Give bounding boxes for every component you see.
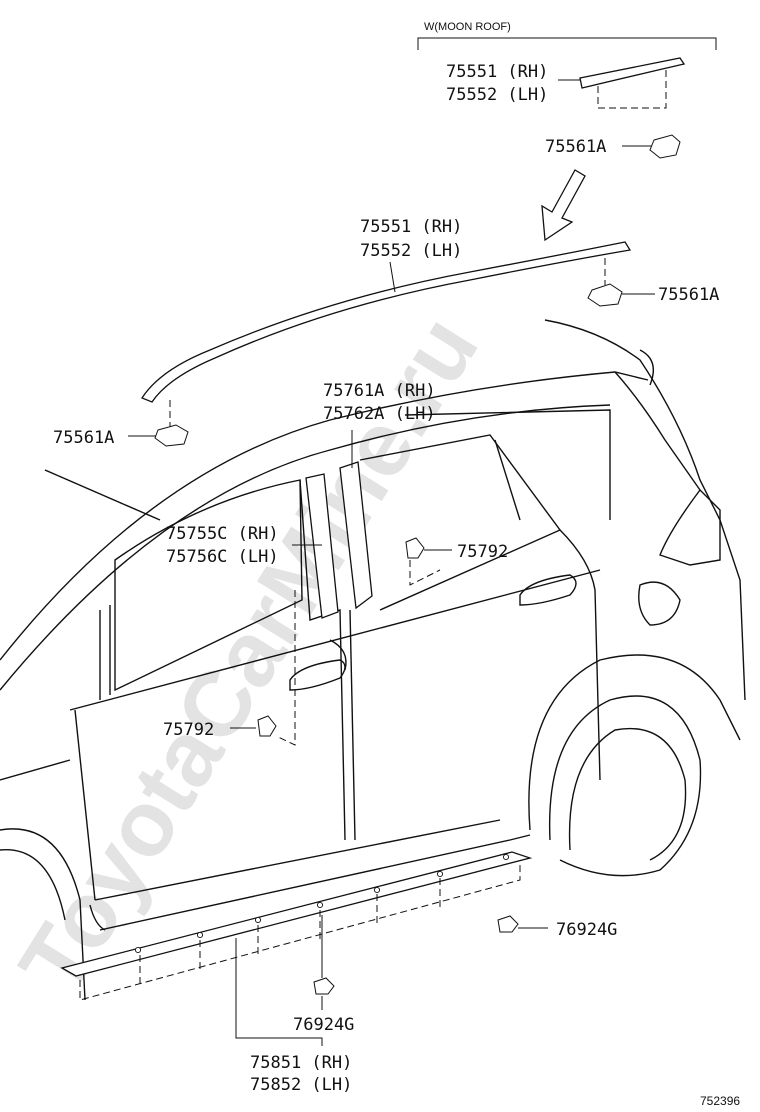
roof-moulding-rh-label: 75551 (RH) [360, 217, 462, 237]
moon-roof-clip-label: 75561A [545, 137, 606, 157]
rocker-clip-bottom-label: 76924G [293, 1015, 354, 1035]
rocker-moulding-group: 76924G 76924G 75851 (RH) 75852 (LH) [60, 851, 617, 1095]
pillar-rear-rh-label: 75761A (RH) [323, 381, 436, 401]
rocker-clip-bottom-part [313, 977, 335, 995]
rocker-moulding-rh-label: 75851 (RH) [250, 1053, 352, 1073]
pillar-rear-lh-label: 75762A (LH) [323, 404, 436, 424]
pillar-front-rh-label: 75755C (RH) [166, 524, 279, 544]
roof-clip-front-part [154, 424, 189, 447]
direction-arrow [541, 169, 586, 242]
pillar-garnish-group: 75761A (RH) 75762A (LH) 75755C (RH) 7575… [44, 381, 436, 619]
roof-clip-rear-label: 75561A [658, 285, 719, 305]
illustration-number: 752396 [700, 1094, 740, 1108]
front-door-clip-part [257, 715, 277, 737]
rocker-moulding-lh-label: 75852 (LH) [250, 1075, 352, 1095]
variant-label: W(MOON ROOF) [424, 21, 511, 33]
rocker-moulding-part [60, 851, 533, 977]
clip-front-door-label: 75792 [163, 720, 214, 740]
moon-roof-moulding-lh-label: 75552 (LH) [446, 85, 548, 105]
moon-roof-moulding-part [579, 57, 686, 89]
roof-moulding-lh-label: 75552 (LH) [360, 241, 462, 261]
door-clip-group: 75792 75792 [163, 537, 508, 746]
roof-clip-rear-part [587, 283, 623, 307]
roof-moulding-group: 75551 (RH) 75552 (LH) 75561A 75561A [53, 217, 719, 448]
rocker-clip-right-label: 76924G [556, 920, 617, 940]
car-body-illustration [0, 319, 746, 1001]
rocker-clip-right-part [497, 915, 519, 933]
front-pillar-garnish-part [305, 473, 339, 619]
moon-roof-variant-group: W(MOON ROOF) 75551 (RH) 75552 (LH) 75561… [417, 21, 717, 242]
clip-rear-door-label: 75792 [457, 542, 508, 562]
rear-door-clip-part [405, 537, 425, 559]
roof-clip-front-label: 75561A [53, 428, 114, 448]
moon-roof-moulding-rh-label: 75551 (RH) [446, 62, 548, 82]
moon-roof-clip-part [649, 134, 681, 159]
roof-moulding-part [141, 241, 632, 403]
pillar-front-lh-label: 75756C (LH) [166, 547, 279, 567]
